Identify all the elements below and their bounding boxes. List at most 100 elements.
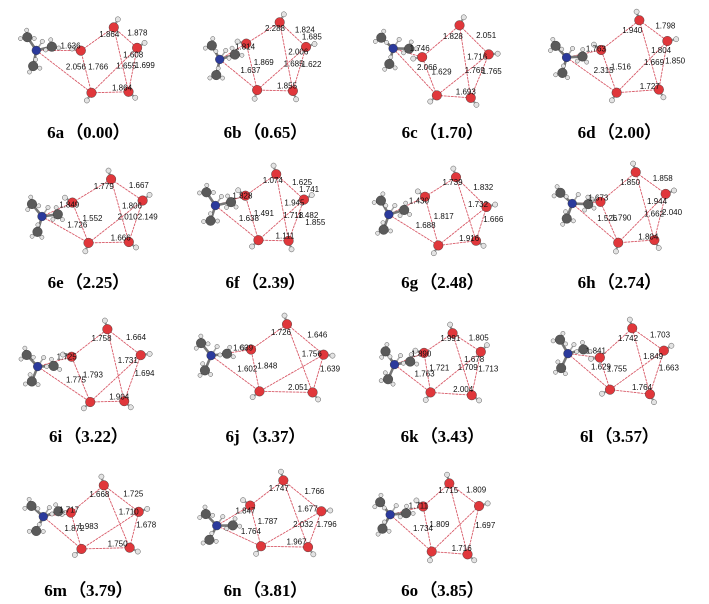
nitrogen-atom (212, 521, 221, 530)
nitrogen-atom (215, 55, 224, 64)
bond-length-label: 1.766 (88, 63, 109, 72)
bond-length-label: 1.746 (410, 44, 431, 53)
structure-caption: 6c（1.70） (354, 118, 531, 143)
hydrogen-atom (423, 397, 428, 402)
hydrogen-atom (472, 558, 477, 563)
hydrogen-atom (147, 351, 152, 356)
hydrogen-atom (197, 191, 201, 195)
bond-length-label: 1.756 (302, 349, 323, 358)
hydrogen-atom (609, 98, 614, 103)
hydrogen-atom (382, 29, 386, 33)
oxygen-atom (252, 85, 262, 95)
hydrogen-atom (231, 355, 235, 359)
hydrogen-atom (205, 183, 209, 187)
hydrogen-atom (208, 76, 212, 80)
carbon-atom (562, 214, 572, 224)
hydrogen-atom (312, 41, 317, 46)
bond-length-label: 1.693 (456, 88, 477, 97)
bond-length-label: 1.841 (586, 347, 607, 356)
carbon-atom (381, 347, 391, 357)
bond-length-label: 1.727 (640, 82, 661, 91)
hydrogen-atom (84, 98, 89, 103)
carbon-atom (27, 501, 37, 511)
hydrogen-atom (27, 497, 31, 501)
hydrogen-atom (44, 48, 48, 52)
carbon-atom (207, 41, 217, 51)
hydrogen-atom (397, 37, 401, 41)
carbon-atom (22, 350, 32, 360)
hydrogen-atom (656, 245, 661, 250)
bond-length-label: 1.636 (61, 42, 82, 51)
nitrogen-atom (389, 44, 398, 53)
hydrogen-atom (210, 531, 214, 535)
hydrogen-atom (415, 189, 420, 194)
hydrogen-atom (240, 53, 244, 57)
hydrogen-atom (224, 48, 228, 52)
bond-length-label: 1.848 (257, 361, 278, 370)
hydrogen-atom (50, 512, 54, 516)
hydrogen-atom (580, 340, 584, 344)
structure-id: 6k (401, 427, 419, 446)
bond-length-label: 1.890 (411, 350, 432, 359)
hydrogen-atom (415, 362, 419, 366)
hydrogen-atom (203, 505, 207, 509)
bond-length-label: 2.004 (453, 385, 474, 394)
oxygen-atom (103, 324, 113, 334)
relative-energy: （1.70） (420, 123, 484, 142)
carbon-atom (33, 227, 43, 237)
hydrogen-atom (28, 373, 32, 377)
hydrogen-atom (474, 102, 479, 107)
hydrogen-atom (560, 47, 564, 51)
nitrogen-atom (564, 349, 573, 358)
oxygen-atom (77, 544, 87, 554)
bond-length-labels: 2.0511.7651.6931.6291.8281.7462.0661.716… (410, 31, 503, 97)
hydrogen-atom (37, 204, 41, 208)
carbon-atom (375, 497, 385, 507)
bond-length-labels: 1.7981.8501.7271.5161.9401.7632.3151.804… (586, 22, 686, 91)
structure-id: 6n (224, 581, 242, 600)
hydrogen-atom (38, 66, 42, 70)
hydrogen-atom (484, 343, 489, 348)
carbon-atom (222, 349, 232, 359)
structure-id: 6b (224, 123, 242, 142)
bond-length-label: 1.725 (57, 353, 78, 362)
hydrogen-atom (252, 96, 257, 101)
hydrogen-atom (254, 551, 259, 556)
hydrogen-atom (133, 245, 138, 250)
relative-energy: （2.00） (598, 123, 662, 142)
oxygen-atom (631, 167, 641, 177)
bond-length-label: 1.703 (650, 330, 671, 339)
hydrogen-atom (381, 221, 385, 225)
hydrogen-atom (46, 205, 50, 209)
relative-energy: （3.81） (244, 581, 308, 600)
bond-length-label: 1.663 (659, 363, 680, 372)
bond-length-label: 2.040 (662, 208, 683, 217)
molecule-drawing: 1.7981.8501.7271.5161.9401.7632.3151.804… (531, 0, 708, 124)
hydrogen-atom (215, 219, 219, 223)
hydrogen-atom (228, 345, 232, 349)
hydrogen-atom (599, 391, 604, 396)
bond-length-label: 1.849 (643, 352, 664, 361)
structure-caption: 6g（2.48） (354, 268, 531, 293)
oxygen-atom (87, 88, 97, 98)
bond-length-labels: 1.8582.0401.8041.7901.8501.6731.5261.944… (588, 174, 682, 241)
bond-length-label: 1.787 (258, 517, 279, 526)
oxygen-atom (434, 241, 444, 251)
hydrogen-atom (575, 350, 579, 354)
hydrogen-atom (485, 501, 490, 506)
oxygen-atom (663, 36, 673, 46)
oxygen-atom (635, 15, 645, 25)
bond-length-label: 1.637 (240, 66, 261, 75)
bond-length-label: 1.726 (271, 328, 292, 337)
bond-length-label: 1.678 (136, 521, 157, 530)
nitrogen-atom (562, 53, 571, 62)
